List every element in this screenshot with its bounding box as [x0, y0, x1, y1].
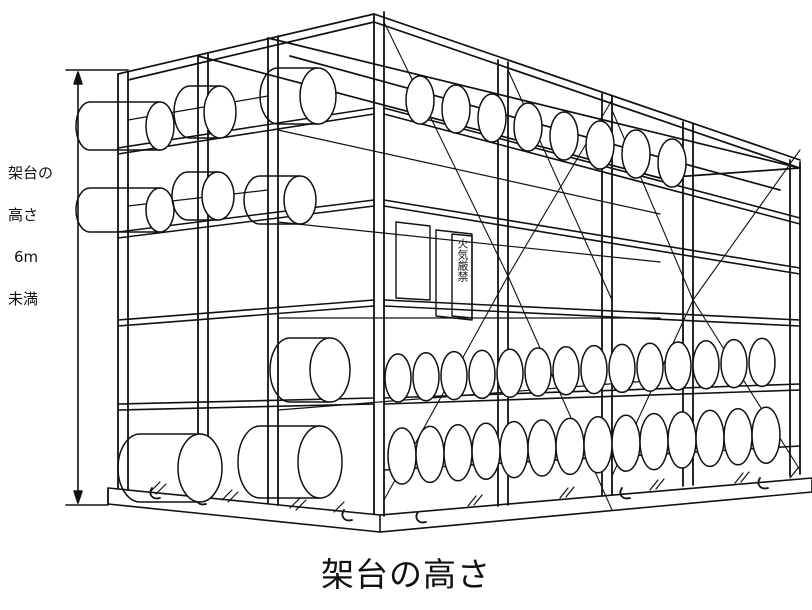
height-label-value: 6m	[14, 248, 39, 266]
roll-end	[297, 425, 343, 499]
floor-base	[107, 477, 812, 533]
roll-end	[621, 129, 651, 179]
roll-end	[583, 416, 613, 474]
roll-end	[471, 422, 501, 480]
roll-end	[585, 120, 615, 170]
roll-end	[695, 409, 725, 468]
roll-end	[203, 85, 237, 139]
roll-end	[440, 350, 468, 401]
roll-end	[201, 171, 235, 221]
roll-end	[177, 433, 223, 503]
roll-body	[75, 187, 161, 233]
sign-board	[395, 221, 473, 321]
roll-end	[555, 417, 585, 476]
roll-end	[636, 342, 664, 392]
height-label-line-4: 未満	[8, 290, 39, 308]
roll-end	[549, 111, 579, 161]
height-label-line-2: 高さ	[8, 206, 39, 224]
roll-end	[415, 425, 445, 484]
roll-body	[75, 101, 161, 151]
top-frame	[117, 13, 801, 191]
roll-end	[499, 420, 529, 479]
roll-body	[243, 175, 301, 225]
roll-body	[173, 85, 221, 139]
roll-end	[384, 353, 412, 403]
height-label-line-1: 架台の	[8, 164, 54, 182]
roll-end	[527, 419, 557, 477]
roll-end	[496, 348, 524, 398]
roll-end	[723, 408, 753, 466]
roll-end	[611, 414, 641, 472]
caption: 架台の高さ	[321, 555, 491, 594]
height-dimension-line	[65, 69, 129, 506]
roll-end	[468, 349, 496, 400]
paper-rolls	[75, 67, 781, 503]
roll-end	[639, 412, 669, 471]
roll-end	[477, 93, 507, 143]
roll-end	[405, 75, 435, 125]
roll-end	[412, 352, 440, 402]
floor-hatching	[149, 467, 799, 513]
roll-end	[145, 187, 175, 233]
roll-body	[171, 171, 219, 221]
roll-end	[608, 343, 636, 394]
roll-end	[524, 347, 552, 397]
roll-end	[580, 344, 608, 395]
roll-end	[513, 102, 543, 152]
roll-end	[145, 101, 175, 151]
roll-body	[269, 337, 331, 403]
roll-end	[667, 411, 697, 469]
roll-end	[657, 138, 687, 188]
roll-end	[692, 340, 720, 390]
roll-body	[117, 433, 201, 503]
roll-end	[751, 406, 781, 464]
roll-end	[299, 67, 337, 125]
roll-end	[720, 338, 748, 389]
roll-body	[259, 67, 319, 125]
roll-end	[309, 337, 351, 403]
roll-body	[237, 425, 321, 499]
roll-end	[748, 337, 776, 388]
roll-end	[552, 346, 580, 396]
roll-end	[387, 427, 417, 485]
sign-text: 火気厳禁	[456, 238, 469, 282]
roll-end	[441, 84, 471, 134]
roll-end	[443, 424, 473, 482]
roll-end	[283, 175, 317, 225]
roll-end	[664, 341, 692, 391]
rack-posts	[117, 11, 801, 517]
